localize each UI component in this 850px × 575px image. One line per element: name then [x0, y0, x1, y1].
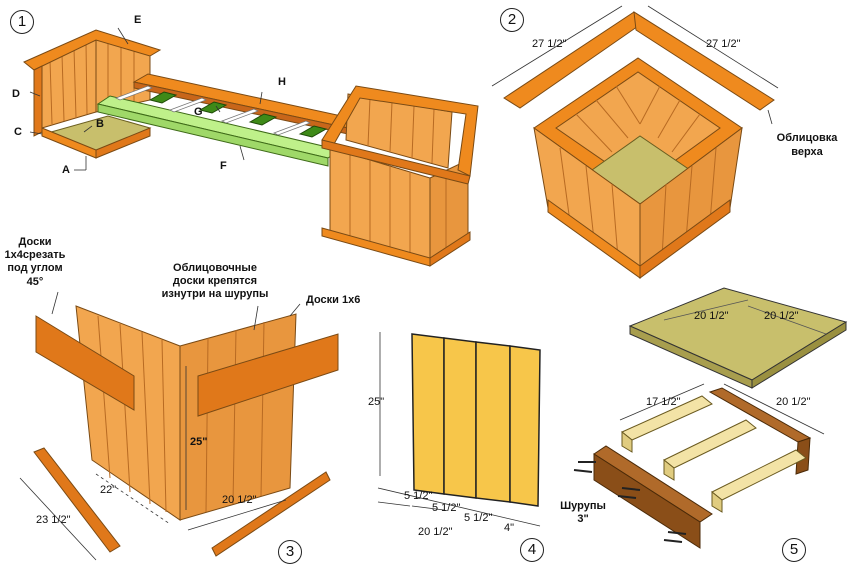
dim-panel-height: 25" [368, 396, 385, 408]
cut-note-line-1: Доски [18, 236, 52, 248]
trim-label-line-1: Облицовка [776, 132, 838, 144]
step-number-3: 3 [278, 540, 302, 564]
dim-wall-width-left: 22" [100, 484, 117, 496]
part-label-d: D [12, 88, 20, 100]
cut-note-line-2: 1х4срезать [4, 249, 66, 261]
facing-note-line-1: Облицовочные [173, 262, 257, 274]
part-label-e: E [134, 14, 142, 26]
dim-trim-left: 27 1/2" [532, 38, 567, 50]
dim-panel-total: 20 1/2" [418, 526, 453, 538]
screws-label-line-1: Шурупы [560, 500, 606, 512]
cut-note-line-3: под углом [7, 262, 63, 274]
step-number-2: 2 [500, 8, 524, 32]
panel-4-boards [377, 332, 541, 527]
step-number-1: 1 [10, 10, 34, 34]
step-number-5: 5 [782, 538, 806, 562]
dim-board-1: 5 1/2" [404, 490, 433, 502]
dim-frame-1: 17 1/2" [646, 396, 681, 408]
part-label-h: H [278, 76, 286, 88]
part-label-f: F [220, 160, 227, 172]
step-number-4: 4 [520, 538, 544, 562]
dim-floor-1: 20 1/2" [694, 310, 729, 322]
cut-note-line-4: 45° [26, 276, 44, 288]
boards-1x6-label: Доски 1х6 [306, 294, 361, 306]
part-label-a: A [62, 164, 70, 176]
dim-wall-height: 25" [190, 436, 208, 448]
dim-board-2: 5 1/2" [432, 502, 461, 514]
panel-3-walls [19, 291, 339, 561]
facing-note-line-2: доски крепятся [172, 275, 258, 287]
panel-1-bench [23, 27, 479, 267]
dim-board-3: 5 1/2" [464, 512, 493, 524]
dim-frame-2: 20 1/2" [776, 396, 811, 408]
dim-board-4: 4" [504, 522, 515, 534]
part-label-b: B [96, 118, 104, 130]
dim-floor-2: 20 1/2" [764, 310, 799, 322]
panel-2-top-trim [491, 5, 779, 279]
facing-note-line-3: изнутри на шурупы [161, 288, 269, 300]
screws-label-line-2: 3" [577, 513, 589, 525]
dim-wall-width-right: 20 1/2" [222, 494, 257, 506]
dim-trim-right: 27 1/2" [706, 38, 741, 50]
trim-label-line-2: верха [791, 146, 823, 158]
part-label-c: C [14, 126, 22, 138]
panel-5-floor-frame [573, 287, 848, 549]
dim-strip-length: 23 1/2" [36, 514, 71, 526]
part-label-g: G [194, 106, 203, 118]
